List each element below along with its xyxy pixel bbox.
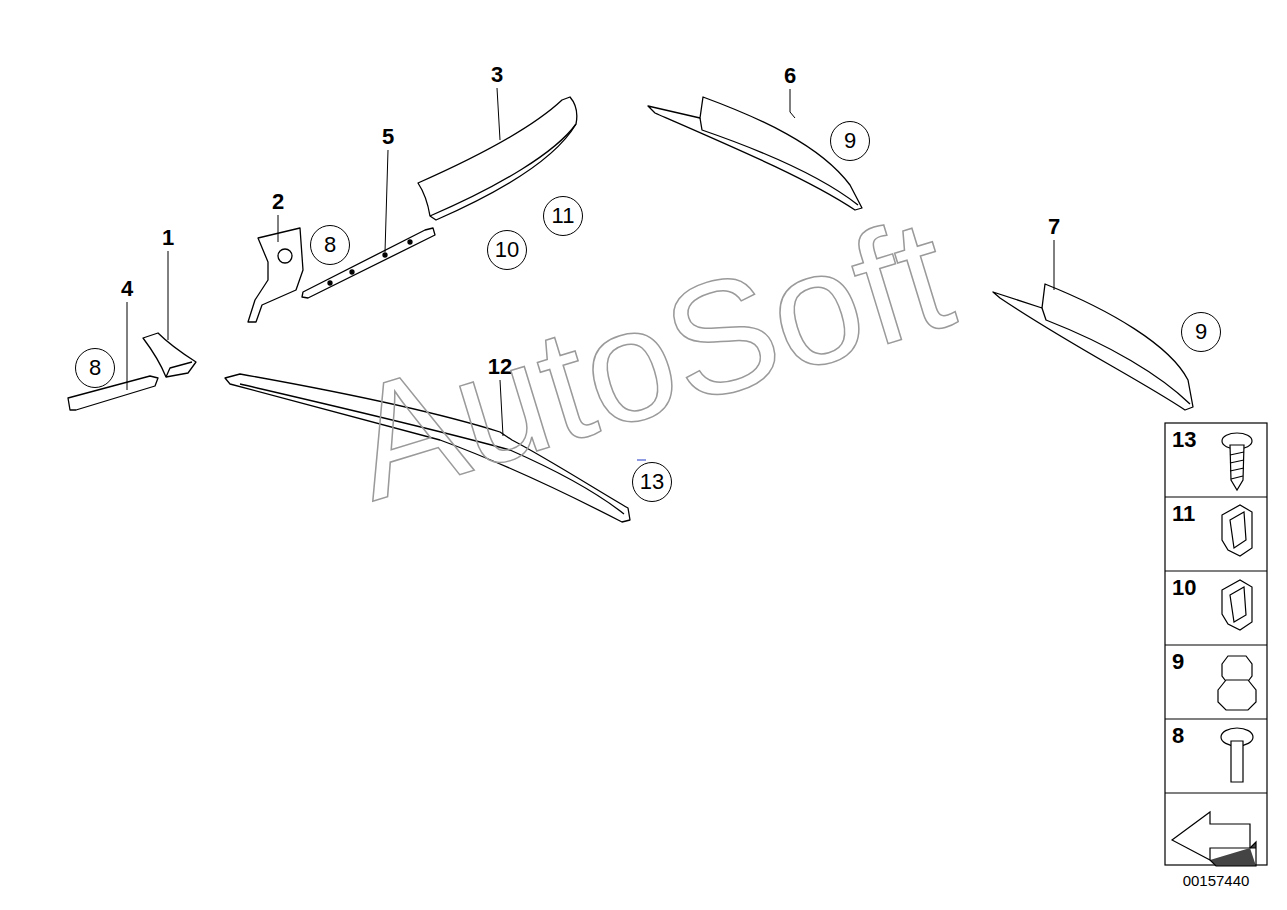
leader-line <box>278 215 279 242</box>
callout-number: 10 <box>495 239 519 261</box>
callout-number: 13 <box>1172 429 1196 451</box>
part-number: 3 <box>491 64 503 86</box>
callout-circle: 13 <box>632 462 672 502</box>
callout-number: 9 <box>1172 651 1184 673</box>
clip-dot <box>350 270 354 274</box>
callout-number: 8 <box>1172 725 1184 747</box>
leader-line <box>385 150 388 252</box>
fastener-cell: 8 <box>1165 719 1225 793</box>
leader-line <box>127 302 128 390</box>
callout-number: 13 <box>640 471 664 493</box>
clip-dot <box>328 281 332 285</box>
clip-detail <box>1230 512 1246 548</box>
part-number: 1 <box>162 227 174 249</box>
callout-circle: 9 <box>830 121 870 161</box>
clip-11 <box>1222 505 1252 556</box>
bracket-2 <box>248 228 303 322</box>
part-number: 2 <box>272 191 284 213</box>
diagram-code: 00157440 <box>1183 873 1250 888</box>
clip-detail <box>1230 587 1246 622</box>
callout-circle: 9 <box>1181 312 1221 352</box>
panel-divider <box>1165 497 1267 793</box>
callout-number: 11 <box>1172 503 1195 525</box>
bracket-hole <box>278 249 292 263</box>
callout-circle: 8 <box>75 348 115 388</box>
fastener-cell: 9 <box>1165 645 1225 719</box>
trim-panel-6 <box>648 97 862 210</box>
screw-thread <box>1230 452 1244 479</box>
callout-number: 8 <box>89 357 101 379</box>
fastener-cell: 10 <box>1165 571 1225 645</box>
cover-edge <box>166 362 192 377</box>
screw-shank <box>1231 741 1243 782</box>
screw-shank <box>1230 445 1244 490</box>
callout-number: 9 <box>1195 321 1207 343</box>
arrow-shadow <box>1210 842 1256 866</box>
callout-number: 11 <box>552 205 575 227</box>
leader-line <box>1054 240 1055 290</box>
clip-dot <box>408 240 412 244</box>
callout-number: 10 <box>1172 577 1196 599</box>
leader-line <box>168 251 169 340</box>
callout-circle: 8 <box>310 225 350 265</box>
fastener-cell: 13 <box>1165 423 1225 497</box>
clip-dot <box>383 253 387 257</box>
fastener-cell: 11 <box>1165 497 1225 571</box>
leader-line <box>790 89 795 118</box>
callout-circle: 11 <box>543 196 583 236</box>
marker-dash <box>637 459 646 461</box>
fastener-panel <box>1165 423 1267 865</box>
part-number: 7 <box>1048 216 1060 238</box>
trim-panel-7 <box>993 284 1193 410</box>
clip-10 <box>1222 580 1252 630</box>
part-number: 4 <box>121 278 133 300</box>
leader-line <box>497 88 500 140</box>
callout-number: 8 <box>324 234 336 256</box>
callout-circle: 10 <box>487 230 527 270</box>
cap-nut-hex <box>1218 680 1256 710</box>
callout-number: 9 <box>844 130 856 152</box>
part-number: 5 <box>382 126 394 148</box>
trim-edge <box>1042 308 1190 404</box>
cover-1 <box>143 333 196 377</box>
part-number: 6 <box>784 65 796 87</box>
